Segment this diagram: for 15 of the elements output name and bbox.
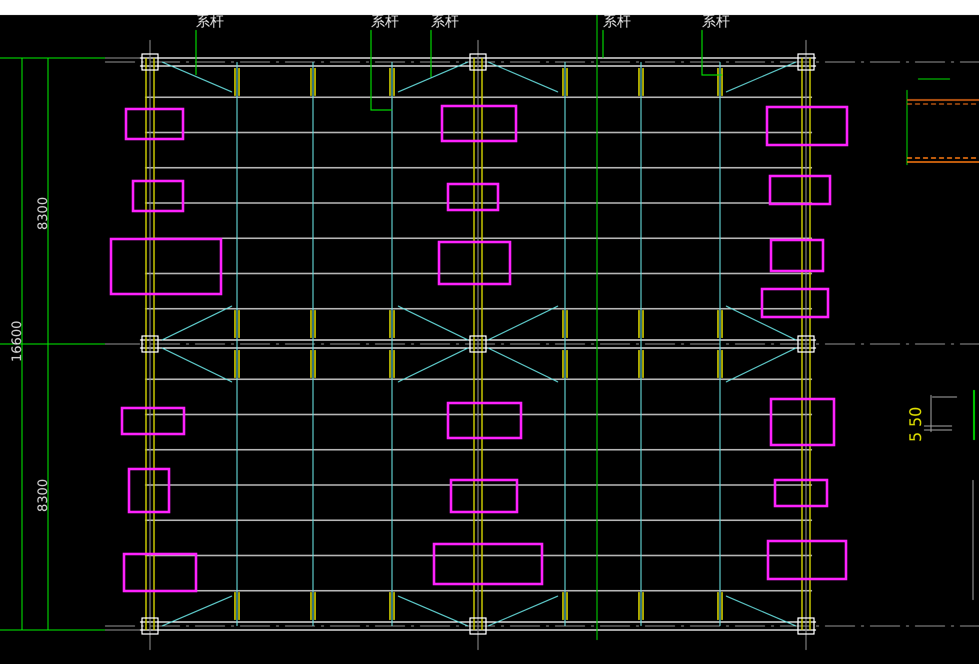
dimension-text: 5 — [908, 432, 924, 442]
leader-line — [701, 30, 722, 76]
dimension-text: 16600 — [10, 320, 26, 362]
dimension-text: 8300 — [36, 478, 52, 512]
leader-label: 系杆 — [186, 14, 224, 30]
leader-line — [370, 30, 392, 111]
leader-line — [195, 30, 197, 75]
leader-label: 系杆 — [692, 14, 730, 30]
dimension-text: 8300 — [36, 196, 52, 230]
leader-line — [430, 30, 432, 77]
leader-label: 系杆 — [593, 14, 631, 30]
dimension-text: 50 — [908, 406, 924, 427]
leader-line — [602, 30, 604, 58]
leader-label: 系杆 — [361, 14, 399, 30]
leader-label: 系杆 — [421, 14, 459, 30]
